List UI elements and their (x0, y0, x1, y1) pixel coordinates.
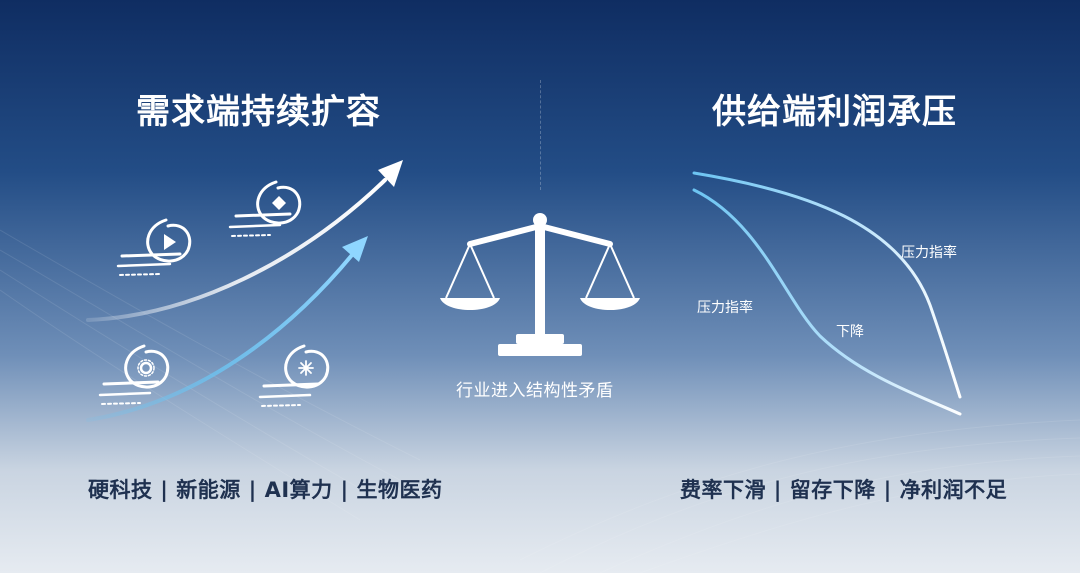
swirl-gear-icon (98, 344, 170, 405)
left-title: 需求端持续扩容 (136, 92, 381, 132)
swirl-play-icon (116, 218, 192, 276)
swirl-star-icon (258, 344, 330, 407)
pressure-curve-lower (692, 188, 962, 416)
white-growth-arrow (86, 160, 403, 322)
scale-caption: 行业进入结构性矛盾 (456, 381, 614, 401)
pressure-curve-upper (692, 171, 962, 399)
curve-label-decline: 下降 (836, 324, 864, 340)
swirl-gem-icon (228, 180, 302, 237)
demand-sectors-text: 硬科技 | 新能源 | AI算力 | 生物医药 (88, 478, 443, 502)
right-title: 供给端利润承压 (712, 92, 957, 132)
supply-issues-text: 费率下滑 | 留存下降 | 净利润不足 (680, 478, 1008, 502)
center-divider (540, 80, 541, 190)
curve-label-lower: 压力指率 (697, 300, 753, 316)
curve-label-upper: 压力指率 (901, 245, 957, 261)
blue-growth-arrow (86, 236, 368, 422)
